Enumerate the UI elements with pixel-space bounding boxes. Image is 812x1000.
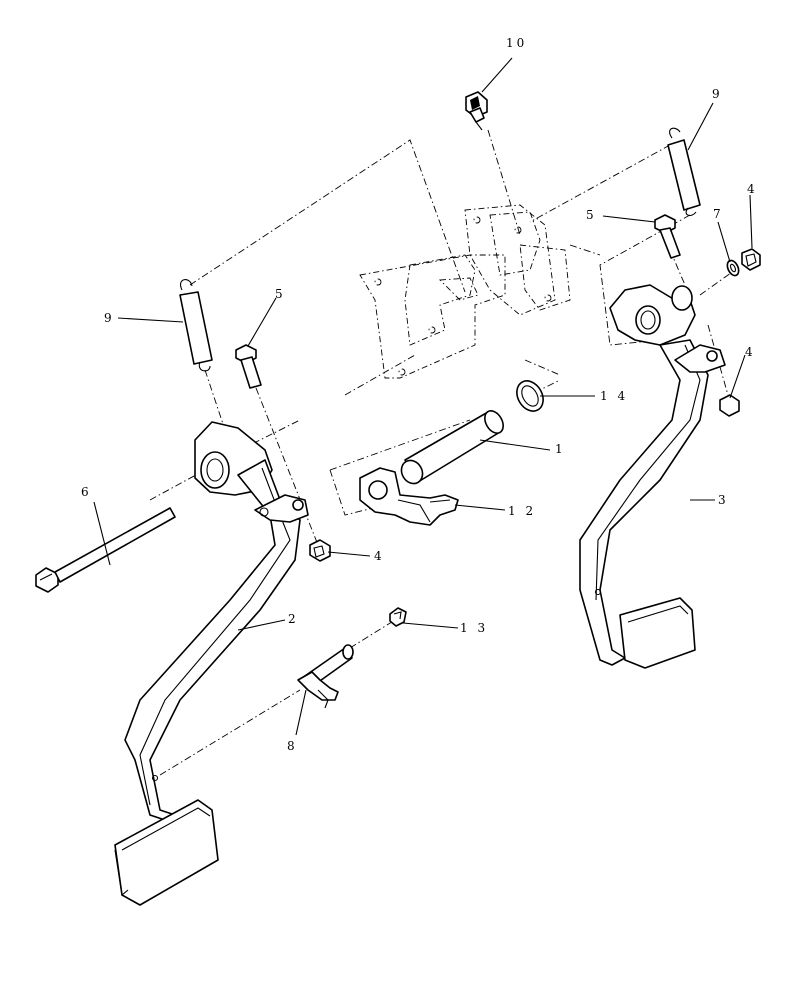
callout-9-right: 9 <box>712 87 723 101</box>
callout-2: 2 <box>288 612 299 626</box>
nut-part-4-right-lower <box>719 394 740 417</box>
callout-5-right: 5 <box>586 208 597 222</box>
pin-part-8 <box>297 644 354 709</box>
nut-part-4-right-top <box>741 248 761 271</box>
callout-3: 3 <box>718 493 729 507</box>
callout-13: 1 3 <box>460 621 488 635</box>
callout-6: 6 <box>81 485 92 499</box>
callout-1: 1 <box>555 442 566 456</box>
shaft-part-1 <box>400 410 504 485</box>
callout-4-left: 4 <box>374 549 385 563</box>
leader-lines <box>93 57 753 736</box>
bolt-part-5-left <box>235 344 262 389</box>
pedal-part-2-left <box>114 421 309 906</box>
callout-9-left: 9 <box>104 311 115 325</box>
callout-10: 10 <box>506 36 527 50</box>
callout-12: 1 2 <box>508 504 536 518</box>
pedal-part-3-right <box>579 284 726 669</box>
nut-part-4-left <box>309 539 331 562</box>
callout-7: 7 <box>713 207 724 221</box>
spring-part-9-right <box>667 127 701 217</box>
callout-labels: 10 9 4 7 5 9 5 4 1 4 1 3 6 1 2 4 2 1 3 8 <box>81 36 758 753</box>
callout-5-left: 5 <box>275 287 286 301</box>
spring-part-9-left <box>179 279 213 372</box>
callout-4-right-lower: 4 <box>745 345 756 359</box>
switch-part-10 <box>465 91 488 131</box>
plate-part-12 <box>359 467 459 526</box>
callout-14: 1 4 <box>600 389 628 403</box>
mounting-bracket-ghost <box>359 204 571 379</box>
callout-4-right-top: 4 <box>747 182 758 196</box>
callout-8: 8 <box>287 739 298 753</box>
washer-part-14 <box>516 380 544 412</box>
clip-part-13 <box>389 607 407 627</box>
bolt-part-5-right <box>654 214 681 259</box>
washer-part-7 <box>726 259 740 277</box>
long-bolt-part-6 <box>35 507 176 593</box>
